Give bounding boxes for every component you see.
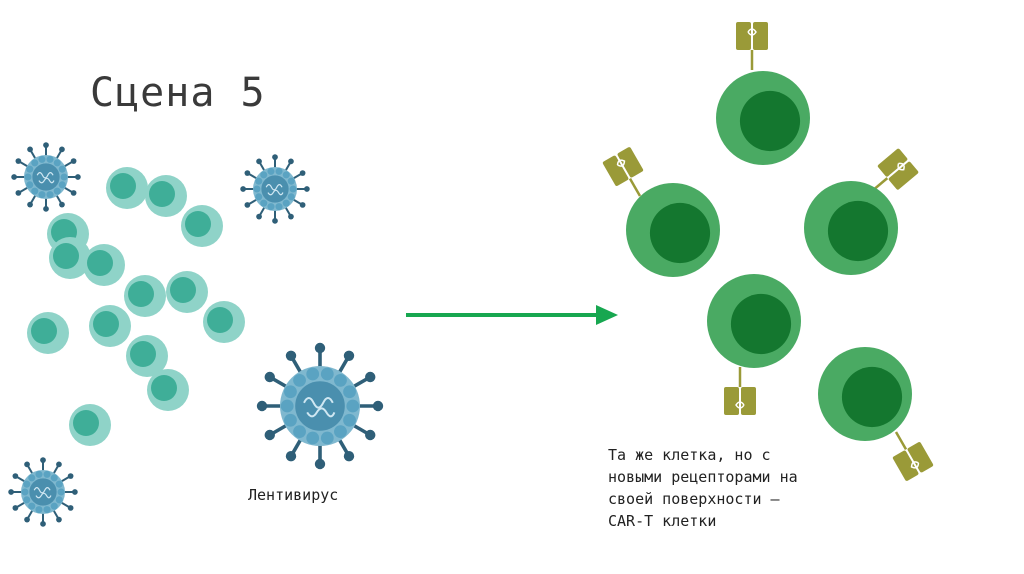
t-cell [203,301,245,343]
t-cell [145,175,187,217]
t-cell [181,205,223,247]
lentivirus-icon [256,342,384,470]
t-cell [89,305,131,347]
virus-icon [8,457,78,527]
t-cell [27,312,69,354]
caption-line: Та же клетка, но с [608,446,771,464]
t-cell [69,404,111,446]
caption-line: CAR-T клетки [608,512,717,530]
virus-icon [240,154,310,224]
virus-icon [11,142,81,212]
t-cell [126,335,168,377]
t-cell [166,271,208,313]
caption-line: новыми рецепторами на [608,468,798,486]
arrow-icon [406,305,618,325]
lentivirus-label: Лентивирус [248,486,339,504]
t-cell [147,369,189,411]
car-t-cell [804,148,919,275]
t-cell [49,237,91,279]
car-t-cell [818,347,934,481]
car-t-cell [716,22,810,165]
caption-line: своей поверхности – [608,490,780,508]
t-cell [124,275,166,317]
car-t-caption: Та же клетка, но с новыми рецепторами на… [608,444,868,532]
t-cell [106,167,148,209]
page-title: Сцена 5 [90,70,266,116]
t-cell [83,244,125,286]
car-t-cell [602,147,720,277]
car-t-cell [707,274,801,415]
